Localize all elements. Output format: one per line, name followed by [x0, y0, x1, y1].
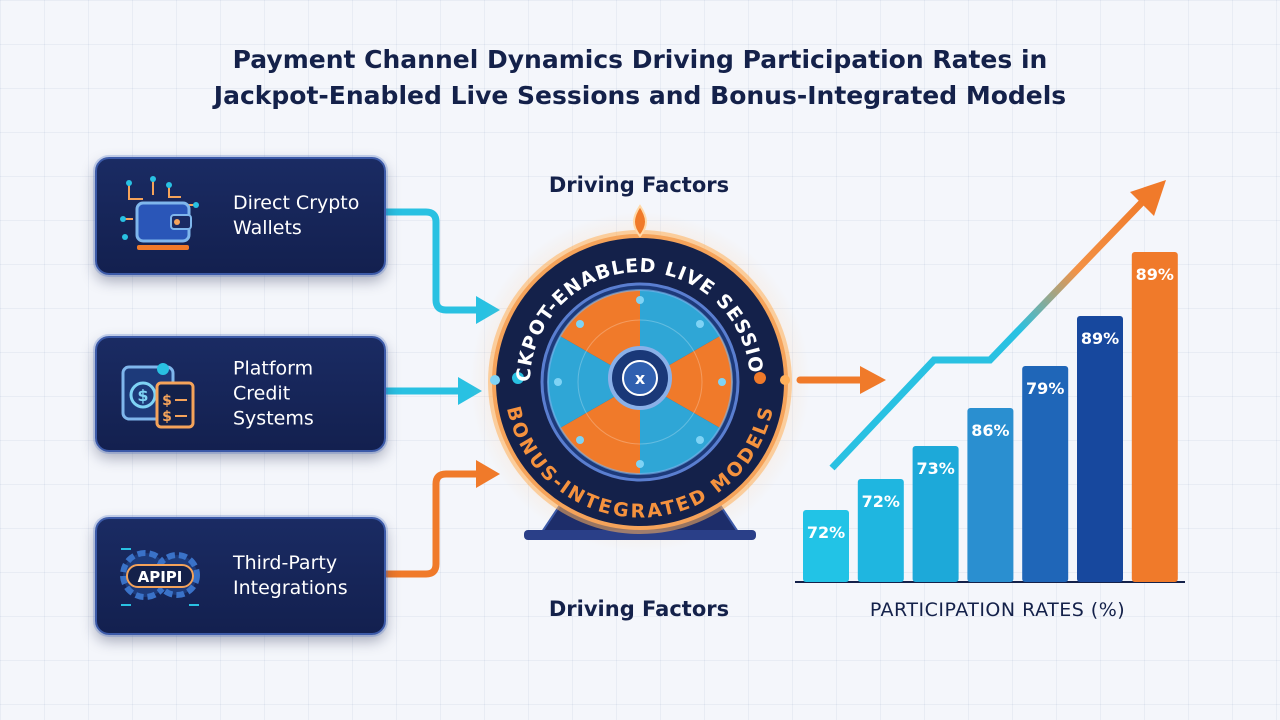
chart-data-label: 73% — [916, 459, 954, 478]
chart-data-label: 72% — [807, 523, 845, 542]
chart-bar — [912, 446, 959, 582]
svg-text:$: $ — [162, 409, 172, 425]
channel-card-crypto-wallets[interactable]: Direct Crypto Wallets — [95, 157, 386, 275]
chart-data-label: 89% — [1136, 265, 1174, 284]
chart-bar — [967, 408, 1014, 582]
chart-x-axis-label: PARTICIPATION RATES (%) — [869, 599, 1126, 621]
chart-data-label: 89% — [1081, 329, 1119, 348]
driving-factors-bottom: Driving Factors — [548, 597, 730, 621]
channel-card-platform-credit[interactable]: $ $ $ Platform Credit Systems — [95, 336, 386, 452]
trend-line — [829, 193, 1151, 471]
trend-arrow-head-icon — [1130, 180, 1166, 216]
chart-bar — [803, 510, 849, 582]
chart-data-label: 86% — [971, 421, 1009, 440]
channel-label: Platform Credit Systems — [233, 357, 314, 430]
jackpot-wheel: x JACKPOT-ENABLED LIVE SESSIONS BONUS-IN… — [0, 0, 810, 552]
channel-card-third-party[interactable]: APIPI Third-Party Integrations — [95, 517, 386, 635]
chart-bar — [1131, 252, 1178, 582]
chart-data-label: 79% — [1026, 379, 1064, 398]
svg-text:$: $ — [137, 386, 148, 405]
flow-arrow-to-chart — [796, 366, 886, 394]
flow-arrow-integrations — [380, 460, 500, 578]
title-line-1: Payment Channel Dynamics Driving Partici… — [232, 45, 1048, 74]
chart-bar — [857, 479, 904, 582]
driving-factors-top: Driving Factors — [548, 173, 730, 197]
chart-data-label: 72% — [862, 492, 900, 511]
api-gears-icon: APIPI — [120, 548, 200, 606]
participation-chart: 72% 72% 73% 86% 79% 89% 89% — [795, 180, 1185, 583]
crypto-wallet-icon — [120, 176, 199, 250]
page-title: Payment Channel Dynamics Driving Partici… — [0, 42, 1280, 114]
chart-bar — [1022, 366, 1069, 582]
channel-label: Third-Party Integrations — [233, 552, 348, 599]
chart-bar — [1077, 316, 1123, 582]
wheel-pointer-icon — [633, 204, 647, 238]
svg-text:$: $ — [162, 393, 172, 409]
flow-arrow-crypto — [380, 208, 500, 324]
credit-card-icon: $ $ $ — [121, 363, 195, 429]
title-line-2: Jackpot-Enabled Live Sessions and Bonus-… — [213, 81, 1067, 110]
flow-arrow-credit — [380, 377, 482, 405]
wheel-center-glyph: x — [635, 369, 646, 388]
api-text: APIPI — [138, 568, 183, 586]
channel-label: Direct Crypto Wallets — [233, 192, 360, 239]
wheel-dots — [554, 296, 726, 468]
